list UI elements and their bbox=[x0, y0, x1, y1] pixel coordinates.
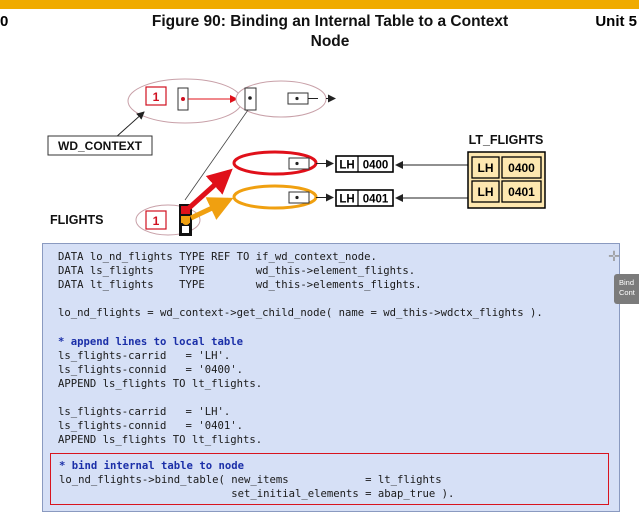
element2-carrid: LH bbox=[339, 194, 354, 206]
code-block: DATA lo_nd_flights TYPE REF TO if_wd_con… bbox=[58, 250, 543, 447]
context-binding-diagram: 1 WD_CONTEXT LT_FLIGHTS LH 0400 LH 0401 … bbox=[47, 78, 546, 236]
table-row1-connid-cell bbox=[501, 156, 542, 179]
code-line: DATA lo_nd_flights TYPE REF TO if_wd_con… bbox=[58, 251, 377, 263]
code-line: ls_flights-connid = '0400'. bbox=[58, 363, 243, 376]
table-row2-connid: 0401 bbox=[508, 185, 535, 199]
table-row1-carrid: LH bbox=[478, 161, 494, 175]
root-index: 1 bbox=[153, 90, 160, 104]
code-line: ls_flights-carrid = 'LH'. bbox=[58, 349, 231, 362]
child-attr-dot bbox=[295, 96, 299, 101]
side-tab[interactable]: Bind Cont bbox=[614, 274, 639, 304]
flights-ref-line bbox=[184, 109, 249, 201]
code-comment: * append lines to local table bbox=[58, 335, 243, 348]
figure-title: Figure 90: Binding an Internal Table to … bbox=[110, 12, 550, 52]
flights-index: 1 bbox=[153, 214, 160, 228]
highlighted-code-block: * bind internal table to node lo_nd_flig… bbox=[59, 459, 454, 501]
highlight-comment: * bind internal table to node bbox=[59, 460, 244, 472]
element1-carrid: LH bbox=[339, 160, 354, 172]
element-red-attr-box bbox=[288, 157, 310, 170]
element-orange-attr-dot bbox=[295, 195, 299, 200]
table-row2-carrid-cell bbox=[471, 180, 500, 203]
lt-flights-label: LT_FLIGHTS bbox=[469, 133, 544, 147]
context-pointer-arrow bbox=[114, 111, 145, 139]
table-row1-connid: 0400 bbox=[508, 161, 535, 175]
element1-connid: 0400 bbox=[363, 160, 389, 172]
element-red-attr-dot bbox=[295, 161, 299, 166]
element-orange-attr-box bbox=[288, 191, 310, 204]
flights-label: FLIGHTS bbox=[50, 213, 103, 227]
figure-title-line1: Figure 90: Binding an Internal Table to … bbox=[151, 13, 509, 30]
flights-element-empty bbox=[182, 226, 189, 233]
code-line: lo_nd_flights = wd_context->get_child_no… bbox=[58, 307, 543, 320]
side-tab-line1: Bind bbox=[619, 278, 635, 287]
top-accent-bar bbox=[0, 0, 639, 9]
binding-arrow-orange bbox=[189, 197, 234, 221]
code-line: ls_flights-connid = '0401'. bbox=[58, 420, 243, 433]
code-line: DATA lt_flights TYPE wd_this->elements_f… bbox=[58, 279, 422, 292]
unit-label: Unit 5 bbox=[595, 13, 637, 30]
element2-connid: 0401 bbox=[363, 194, 389, 206]
side-tab-line2: Cont bbox=[619, 288, 635, 297]
table-row2-carrid: LH bbox=[478, 185, 494, 199]
flights-element-red bbox=[181, 206, 190, 214]
binding-arrow-red bbox=[187, 168, 233, 210]
wd-context-label-box bbox=[47, 135, 153, 156]
flights-lead-selection-dot bbox=[182, 217, 190, 225]
crosshair-icon: ✛ bbox=[608, 248, 620, 264]
highlight-line2: set_initial_elements = abap_true ). bbox=[59, 488, 455, 501]
figure-title-line2: Node bbox=[310, 33, 350, 50]
abap-code-listing: ✛ DATA lo_nd_flights TYPE REF TO if_wd_c… bbox=[42, 243, 620, 512]
highlight-line1: lo_nd_flights->bind_table( new_items = l… bbox=[59, 474, 442, 487]
code-line: ls_flights-carrid = 'LH'. bbox=[58, 406, 231, 419]
code-line: DATA ls_flights TYPE wd_this->element_fl… bbox=[58, 265, 416, 278]
table-row1-carrid-cell bbox=[471, 156, 500, 179]
root-index-box bbox=[145, 86, 167, 106]
code-line: APPEND ls_flights TO lt_flights. bbox=[58, 434, 263, 447]
highlighted-bind-table-code: * bind internal table to node lo_nd_flig… bbox=[50, 453, 609, 505]
flights-index-box bbox=[145, 210, 167, 230]
wd-context-label: WD_CONTEXT bbox=[58, 139, 143, 153]
root-element-dot bbox=[181, 97, 185, 101]
element2-value-box bbox=[335, 189, 394, 207]
child-element-dot bbox=[248, 96, 252, 100]
code-line: APPEND ls_flights TO lt_flights. bbox=[58, 377, 263, 390]
page-number: 0 bbox=[0, 13, 9, 30]
element1-value-box bbox=[335, 155, 394, 173]
table-row2-connid-cell bbox=[501, 180, 542, 203]
